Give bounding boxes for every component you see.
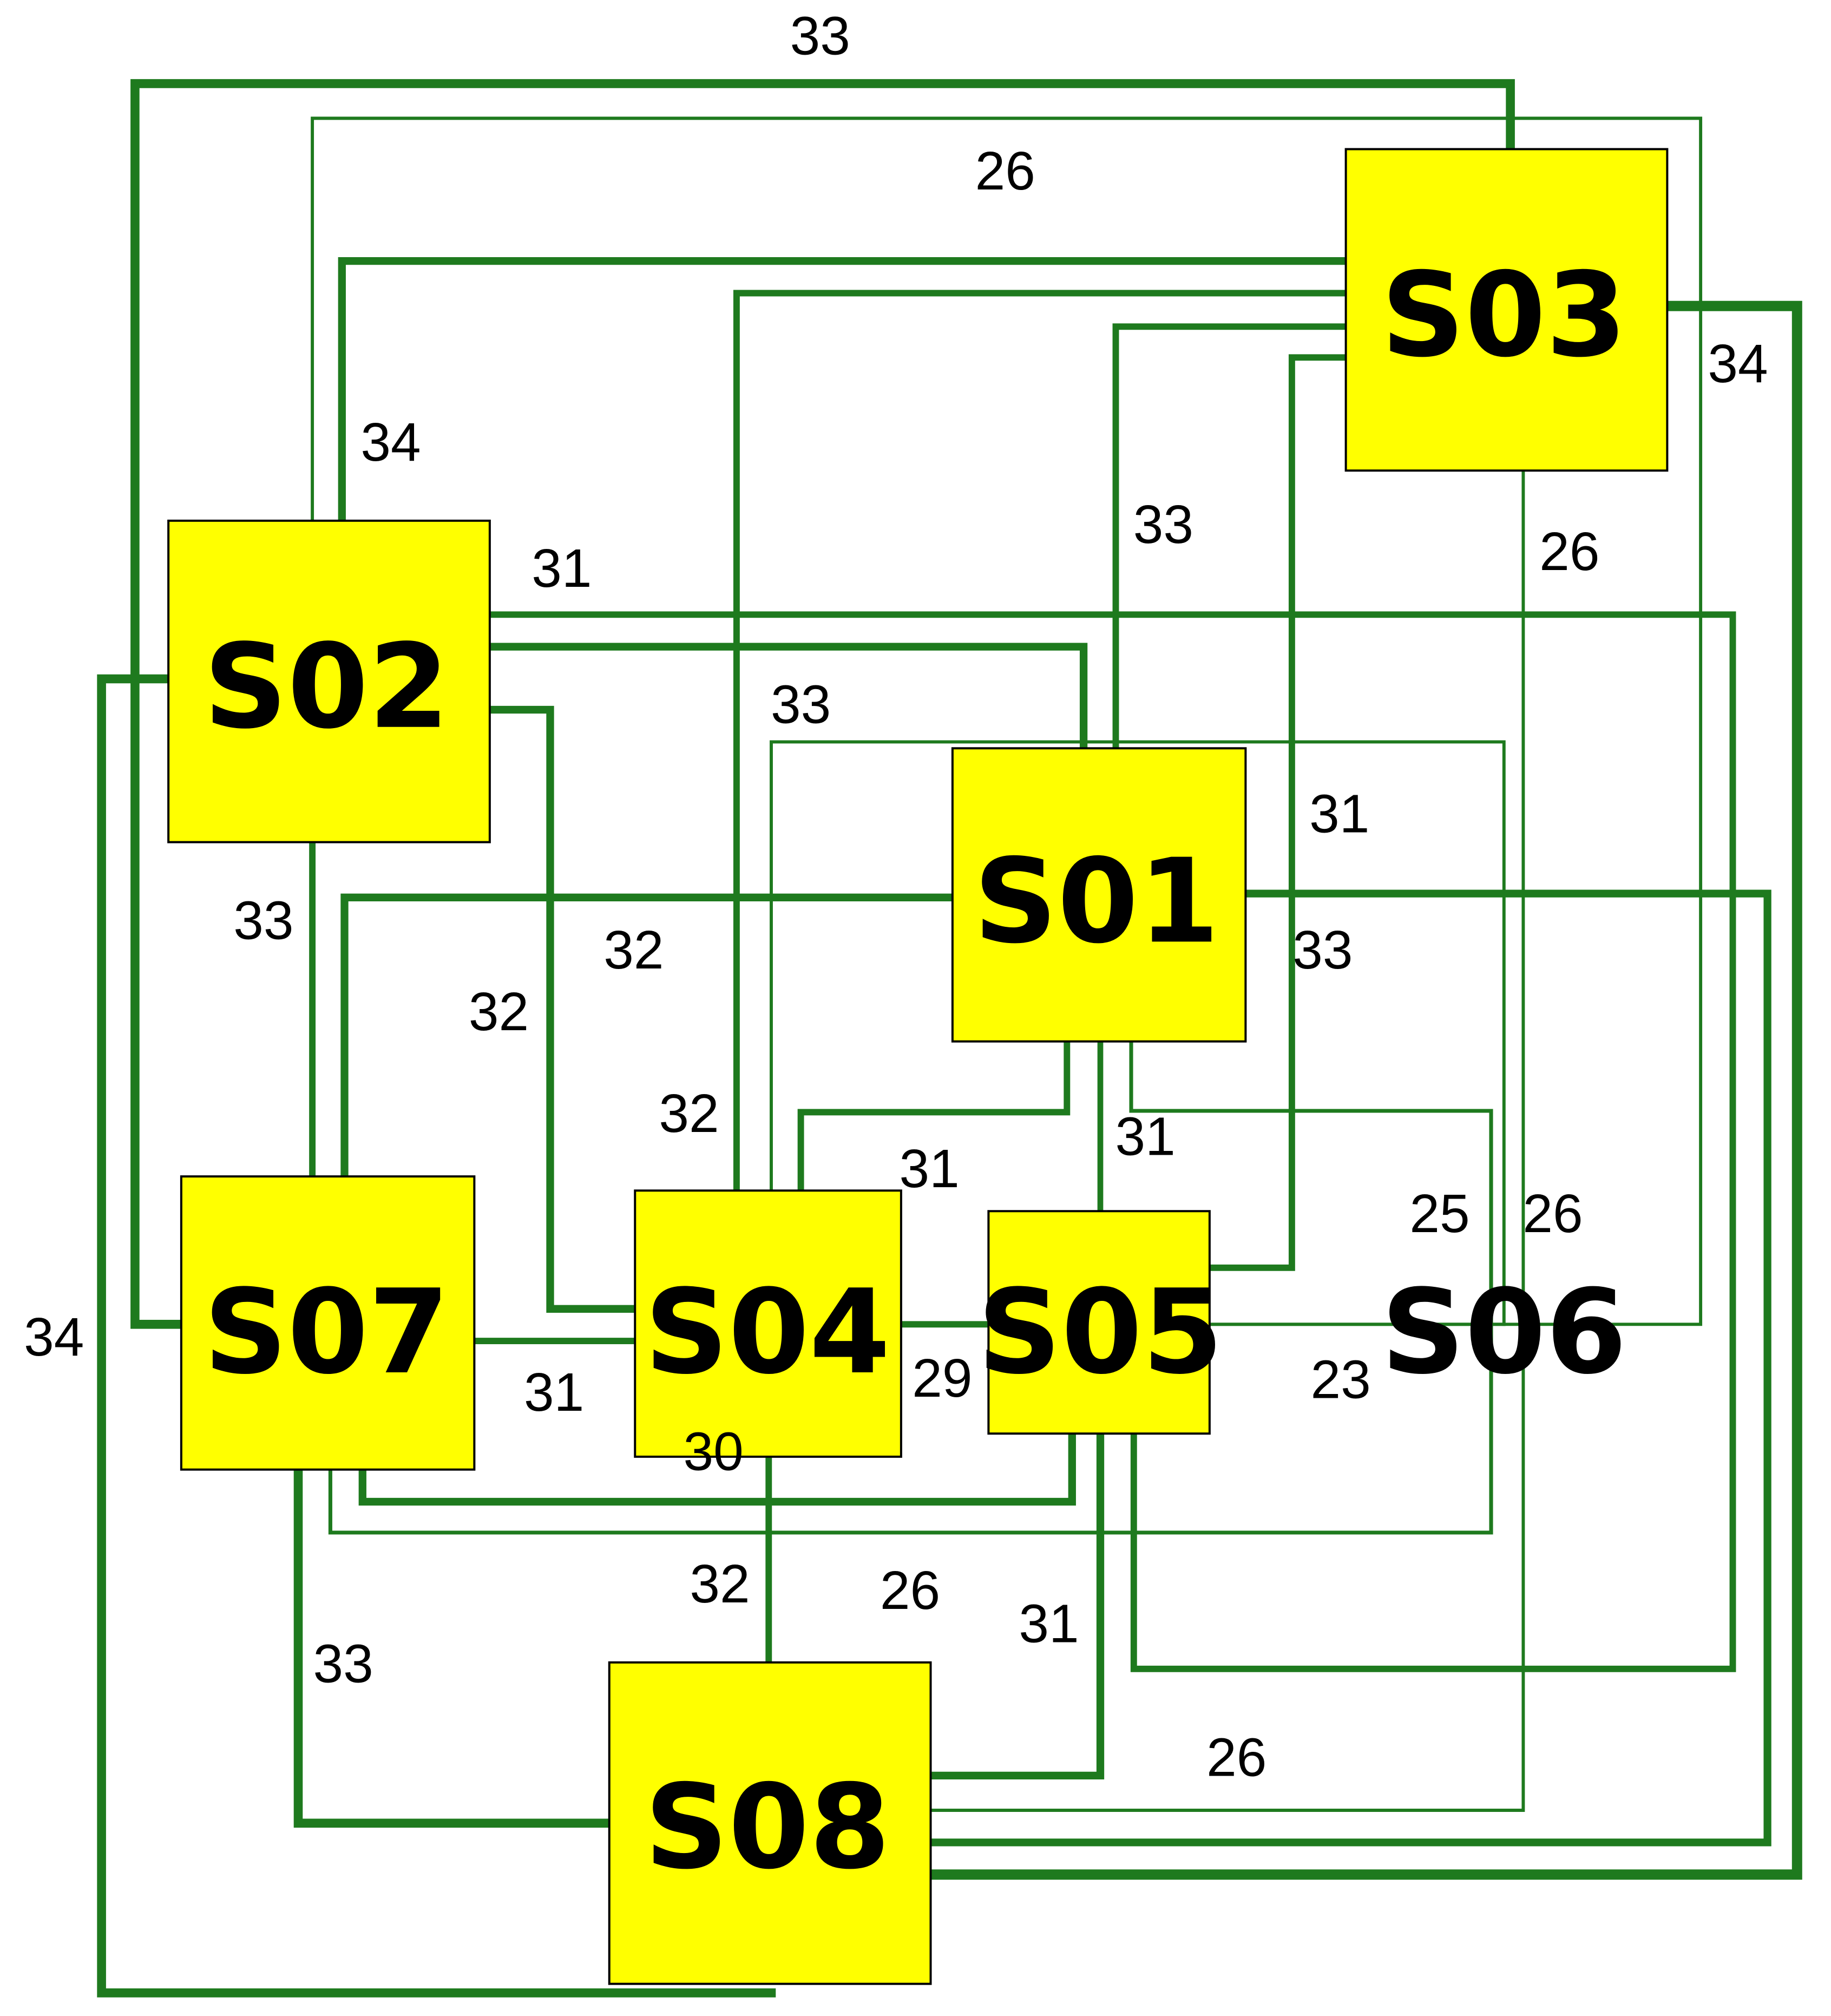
connection-label-7: 26 [1539,521,1599,582]
connection-line-1 [130,79,1515,1329]
connection-label-14: 32 [659,1083,719,1144]
connection-lines [97,79,1802,1998]
node-label-s07: S07 [204,1264,449,1400]
connection-line-26 [927,1429,1105,1780]
connection-label-24: 32 [690,1554,750,1614]
connection-label-27: 33 [313,1633,373,1694]
connection-label-22: 23 [1311,1349,1371,1410]
connection-label-11: 32 [603,920,664,980]
node-box-s02 [167,519,491,843]
connection-line-7 [926,300,1802,1880]
connection-label-2: 26 [975,141,1035,201]
connection-line-15 [770,740,1506,1326]
node-s02: S02 [167,519,491,843]
connection-label-23: 30 [684,1421,744,1482]
node-s01: S01 [951,747,1247,1043]
connection-label-15: 31 [1115,1107,1176,1167]
connection-label-12: 32 [469,981,529,1042]
node-s03: S03 [1344,148,1669,472]
connection-label-25: 26 [880,1560,940,1621]
node-s04: S04 [634,1189,902,1458]
connection-line-16 [927,889,1771,1847]
node-label-s06: S06 [1381,1264,1627,1400]
node-s08: S08 [608,1661,932,1985]
connection-line-4 [733,290,1349,1194]
connection-line-24 [358,1429,1076,1506]
connection-label-17: 25 [1409,1183,1469,1244]
connection-line-9 [486,611,1736,1672]
connection-label-21: 29 [912,1348,972,1409]
connection-label-26: 31 [1019,1594,1079,1654]
node-box-s05 [987,1210,1211,1435]
connection-labels: 33 26 34 34 31 33 26 33 31 33 32 32 33 32 31 31 25 26 34 31… [24,6,1768,1788]
node-box-s08 [608,1661,932,1985]
connection-line-14 [340,893,957,1181]
connection-label-5: 31 [531,538,592,599]
node-s06: S06 [1381,1264,1627,1400]
connection-line-25 [293,1465,614,1828]
node-label-s03: S03 [1381,247,1627,383]
connection-line-17 [797,1038,1071,1194]
connection-line-19 [328,1039,1493,1535]
connection-line-10 [485,643,1088,752]
connection-line-8 [929,469,1525,1812]
node-label-s04: S04 [645,1264,890,1400]
connection-label-19: 34 [24,1307,84,1367]
connection-label-18: 26 [1522,1183,1583,1244]
node-s07: S07 [180,1175,476,1471]
node-box-s07 [180,1175,476,1471]
node-box-s01 [951,747,1247,1043]
node-label-s01: S01 [974,833,1219,969]
node-label-s08: S08 [645,1759,890,1895]
node-box-s03 [1344,148,1669,472]
connection-line-12 [97,674,776,1998]
connection-label-10: 33 [233,891,293,951]
node-label-s05: S05 [977,1264,1223,1400]
connection-label-13: 33 [1292,920,1353,980]
connection-label-1: 33 [790,6,850,67]
connection-line-3 [338,257,1350,525]
node-s05: S05 [977,1210,1223,1435]
connection-line-11 [485,705,639,1313]
connection-label-4: 34 [360,412,421,473]
connection-line-5 [1112,323,1349,752]
connection-label-8: 33 [771,675,831,735]
node-box-s04 [634,1189,902,1458]
connection-label-9: 31 [1309,783,1369,844]
connection-label-16: 31 [900,1138,960,1199]
connection-label-3: 34 [1708,333,1768,394]
connection-label-28: 26 [1206,1727,1266,1788]
connection-label-6: 33 [1133,494,1193,555]
node-label-s02: S02 [204,619,449,755]
connection-line-2 [311,116,1703,1326]
connection-label-20: 31 [524,1362,584,1423]
connection-line-6 [1206,354,1349,1271]
